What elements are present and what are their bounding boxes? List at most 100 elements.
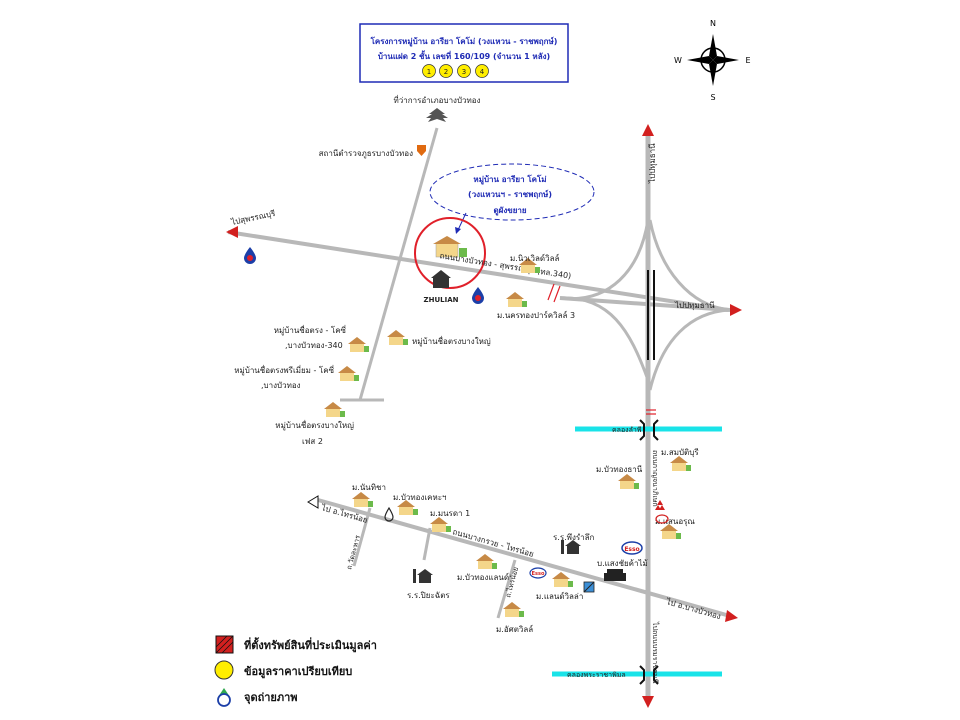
- house-icon: [503, 602, 524, 617]
- manorot-label: ม.มนรดา 1: [430, 509, 470, 518]
- house-icon: [519, 258, 540, 273]
- nakhon-park-label: ม.นครทองปาร์ควิลล์ 3: [497, 310, 575, 320]
- arrow-sainoi-icon: [307, 495, 319, 509]
- zhulian-label: ZHULIAN: [424, 296, 459, 304]
- premium-label-2: ,บางบัวทอง: [261, 381, 301, 390]
- marker-1-icon: [422, 64, 436, 78]
- house-icon: [476, 554, 497, 569]
- marker-4-icon: [475, 64, 489, 78]
- house-icon: [324, 402, 345, 417]
- chuetrong-kochi-label-1: หมู่บ้านชื่อตรง - โคซี่: [274, 324, 347, 336]
- chuetrong-kochi-label-2: ,บางบัวทอง-340: [285, 341, 343, 350]
- canal-lamphi-label: คลองลำพี: [612, 426, 642, 434]
- pungrarok-school-label: ร.ร.พึงรำลึก: [553, 533, 595, 542]
- to-pathum-north-label: ไปปทุมธานี: [648, 143, 657, 184]
- saenorum-label: ม.แสนอรุณ: [655, 517, 695, 526]
- house-icon: [660, 524, 681, 539]
- subject-ellipse: หมู่บ้าน อารียา โคโม่ (วงแหวนฯ - ราชพฤกษ…: [429, 163, 595, 234]
- to-suphanburi-label: ไปสุพรรณบุรี: [230, 209, 277, 227]
- to-bangbuathong-label: ไป อ.บางบัวทอง: [664, 597, 721, 621]
- legend-compare-label: ข้อมูลราคาเปรียบเทียบ: [244, 665, 352, 679]
- house-icon: [348, 337, 369, 352]
- arrow-south-icon: [642, 696, 654, 708]
- to-pathum-east-label: ไปปทุมธานี: [674, 301, 715, 310]
- direction-arrows: [226, 124, 742, 708]
- school-icon: [561, 540, 581, 554]
- road-break-marks: [547, 283, 561, 303]
- road-break-marks-2: [646, 409, 656, 415]
- esso-logo-2-icon: Esso: [529, 567, 547, 579]
- canals: คลองลำพี คลองพระราชาพิมล: [552, 419, 722, 685]
- house-icon: [618, 474, 639, 489]
- ellipse-line-1: หมู่บ้าน อารียา โคโม่: [473, 174, 546, 185]
- canal-ratchaphimuk-label: คลองพระราชาพิมล: [567, 671, 626, 679]
- phase2-label-1: หมู่บ้านชื่อตรงบางใหญ่: [275, 419, 354, 431]
- village-houses: ม.นิวเวิลด์วิลล์ ม.นครทองปาร์ควิลล์ 3 หม…: [234, 253, 699, 634]
- marker-3-icon: [457, 64, 471, 78]
- legend-subject-label: ที่ตั้งทรัพย์สินที่ประเมินมูลค่า: [244, 637, 377, 653]
- marker-2-icon: [439, 64, 453, 78]
- nanthicha-label: ม.นันทิชา: [352, 483, 386, 492]
- esso-1-label: Esso: [624, 546, 639, 553]
- arrow-east-icon: [730, 304, 742, 316]
- new-villa-label: ม.นิวเวิลด์วิลล์: [510, 253, 559, 263]
- esso-logo-icon: Esso: [621, 541, 643, 555]
- road-to-pathum-lower-label: ไปถนนบรมราชชนนี: [651, 621, 660, 684]
- police-label: สถานีตำรวจภูธรบางบัวทอง: [319, 149, 413, 159]
- house-icon: [387, 330, 408, 345]
- house-icon: [430, 517, 451, 532]
- marker-1-label: 1: [427, 68, 431, 76]
- legend-item-photo: จุดถ่ายภาพ: [217, 688, 298, 707]
- marker-4-label: 4: [480, 68, 485, 76]
- pin-drop-icon: [384, 506, 394, 522]
- ellipse-line-3: ดูผังขยาย: [493, 206, 526, 216]
- house-icon: [338, 366, 359, 381]
- title-line-2: บ้านแฝด 2 ชั้น เลขที่ 160/109 (จำนวน 1 ห…: [378, 50, 550, 61]
- school-2-icon: [413, 569, 433, 583]
- setthawill-label: ม.อัศตวิลล์: [496, 624, 533, 634]
- compass-e: E: [745, 56, 750, 65]
- legend: ที่ตั้งทรัพย์สินที่ประเมินมูลค่า ข้อมูลร…: [214, 635, 377, 707]
- phase2-label-2: เฟส 2: [302, 437, 323, 446]
- compass-s: S: [710, 93, 715, 102]
- mitsubishi-icon: [655, 500, 665, 510]
- sign-icon: [583, 581, 595, 593]
- sombatburi-label: ม.สมบัติบุรี: [661, 448, 699, 457]
- title-markers: 1 2 3 4: [422, 64, 489, 78]
- sai-noi-road-label: ถ.ไทรน้อย: [503, 566, 520, 599]
- premium-label-1: หมู่บ้านชื่อตรงพรีเมี่ยม - โคซี่: [234, 364, 334, 376]
- ellipse-line-2: (วงแหวนฯ - ราชพฤกษ์): [468, 189, 552, 199]
- arrow-west-icon: [226, 226, 238, 238]
- district-office-label: ที่ว่าการอำเภอบางบัวทอง: [393, 94, 480, 105]
- house-icon: [506, 292, 527, 307]
- road-kanchanaphisek-label: ถนนกาญจนาภิเษก: [651, 450, 659, 507]
- house-icon: [352, 492, 373, 507]
- road-wat-laharn-label: ถ.วัดละหาร: [345, 534, 362, 570]
- buathong-land-label: ม.บัวทองแลนด์: [457, 572, 509, 582]
- piyachat-school-label: ร.ร.ปิยะฉัตร: [407, 591, 450, 600]
- timber-shop-icon: [604, 569, 626, 581]
- ptt-station-icon: [244, 247, 256, 264]
- police-station-icon: [417, 145, 426, 156]
- roads: [227, 127, 731, 700]
- garuda-emblem-icon: [426, 108, 448, 122]
- esso-2-label: Esso: [532, 571, 545, 577]
- ptt-station-2-icon: [472, 287, 484, 304]
- title-line-1: โครงการหมู่บ้าน อารียา โคโม่ (วงแหวน - ร…: [370, 36, 558, 47]
- marker-2-label: 2: [444, 68, 448, 76]
- subject-location-circle: [414, 217, 486, 289]
- title-box: โครงการหมู่บ้าน อารียา โคโม่ (วงแหวน - ร…: [359, 23, 569, 83]
- saengcharoen-label: บ.แสงชัยค้าไม้: [597, 559, 648, 568]
- compass-rose-icon: N S W E: [674, 19, 750, 102]
- chuetrong-bangyai-label: หมู่บ้านชื่อตรงบางใหญ่: [412, 335, 491, 347]
- subject-house-icon: [433, 236, 467, 258]
- landville-label: ม.แลนด์วิลล่า: [536, 591, 583, 601]
- arrow-southeast-icon: [725, 610, 738, 622]
- buathong-thani-label: ม.บัวทองธานี: [596, 465, 643, 474]
- compass-n: N: [710, 19, 716, 28]
- house-icon: [670, 456, 691, 471]
- legend-photo-label: จุดถ่ายภาพ: [244, 691, 298, 705]
- toyota-icon: [655, 514, 669, 524]
- house-icon: [397, 500, 418, 515]
